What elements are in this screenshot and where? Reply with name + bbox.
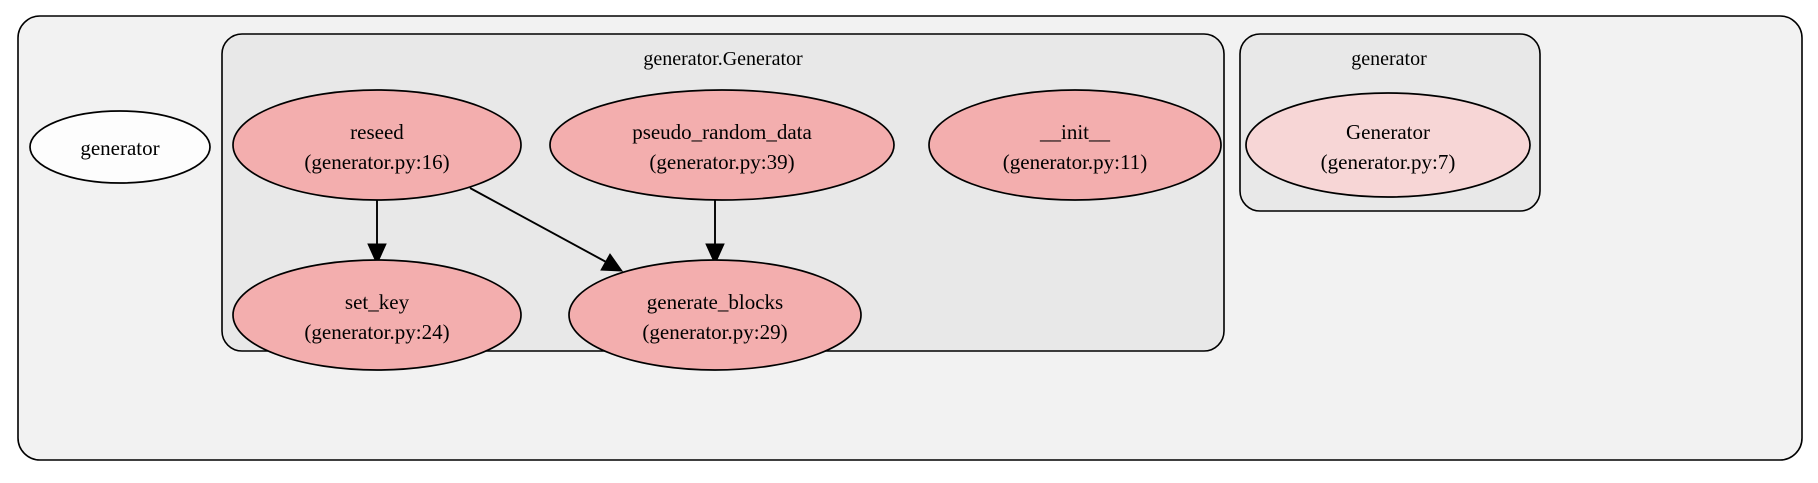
node-label-location: (generator.py:16) [304,150,449,174]
node-ellipse[interactable] [549,89,895,201]
node-ellipse[interactable] [568,259,862,371]
node-label-location: (generator.py:11) [1003,150,1147,174]
node-label-name: set_key [345,290,410,314]
node-reseed[interactable]: reseed (generator.py:16) [232,89,522,201]
node-label-name: generator [80,136,159,160]
node-group: generator reseed (generator.py:16) pseud… [29,89,1531,371]
arrowhead-icon [705,243,725,266]
node-label-name: Generator [1346,120,1430,144]
node-ellipse[interactable] [1245,92,1531,198]
cluster-generator-module-label: generator [1351,48,1427,70]
node-ellipse[interactable] [29,110,211,184]
node-ellipse[interactable] [232,259,522,371]
edge-reseed-to-set-key [367,200,387,266]
node-module-generator[interactable]: generator [29,110,211,184]
node-label-location: (generator.py:39) [649,150,794,174]
node-generate-blocks[interactable]: generate_blocks (generator.py:29) [568,259,862,371]
node-ellipse[interactable] [928,89,1222,201]
node-class-generator[interactable]: Generator (generator.py:7) [1245,92,1531,198]
node-set-key[interactable]: set_key (generator.py:24) [232,259,522,371]
node-label-name: reseed [350,120,404,144]
node-label-location: (generator.py:29) [642,320,787,344]
cluster-generator-generator-label: generator.Generator [643,48,803,70]
arrowhead-icon [367,243,387,266]
node-label-name: pseudo_random_data [632,120,812,144]
node-label-name: generate_blocks [647,290,783,314]
arrowhead-icon [600,253,623,272]
node-init[interactable]: __init__ (generator.py:11) [928,89,1222,201]
edge-group [367,187,725,272]
node-pseudo-random-data[interactable]: pseudo_random_data (generator.py:39) [549,89,895,201]
node-label-location: (generator.py:7) [1321,150,1456,174]
cluster-group: generator.Generator generator [17,15,1803,461]
node-label-name: __init__ [1039,120,1111,144]
edge-pseudo-random-data-to-generate-blocks [705,200,725,266]
node-ellipse[interactable] [232,89,522,201]
node-label-location: (generator.py:24) [304,320,449,344]
edge-reseed-to-generate-blocks [469,187,623,272]
edge-line [469,187,609,264]
